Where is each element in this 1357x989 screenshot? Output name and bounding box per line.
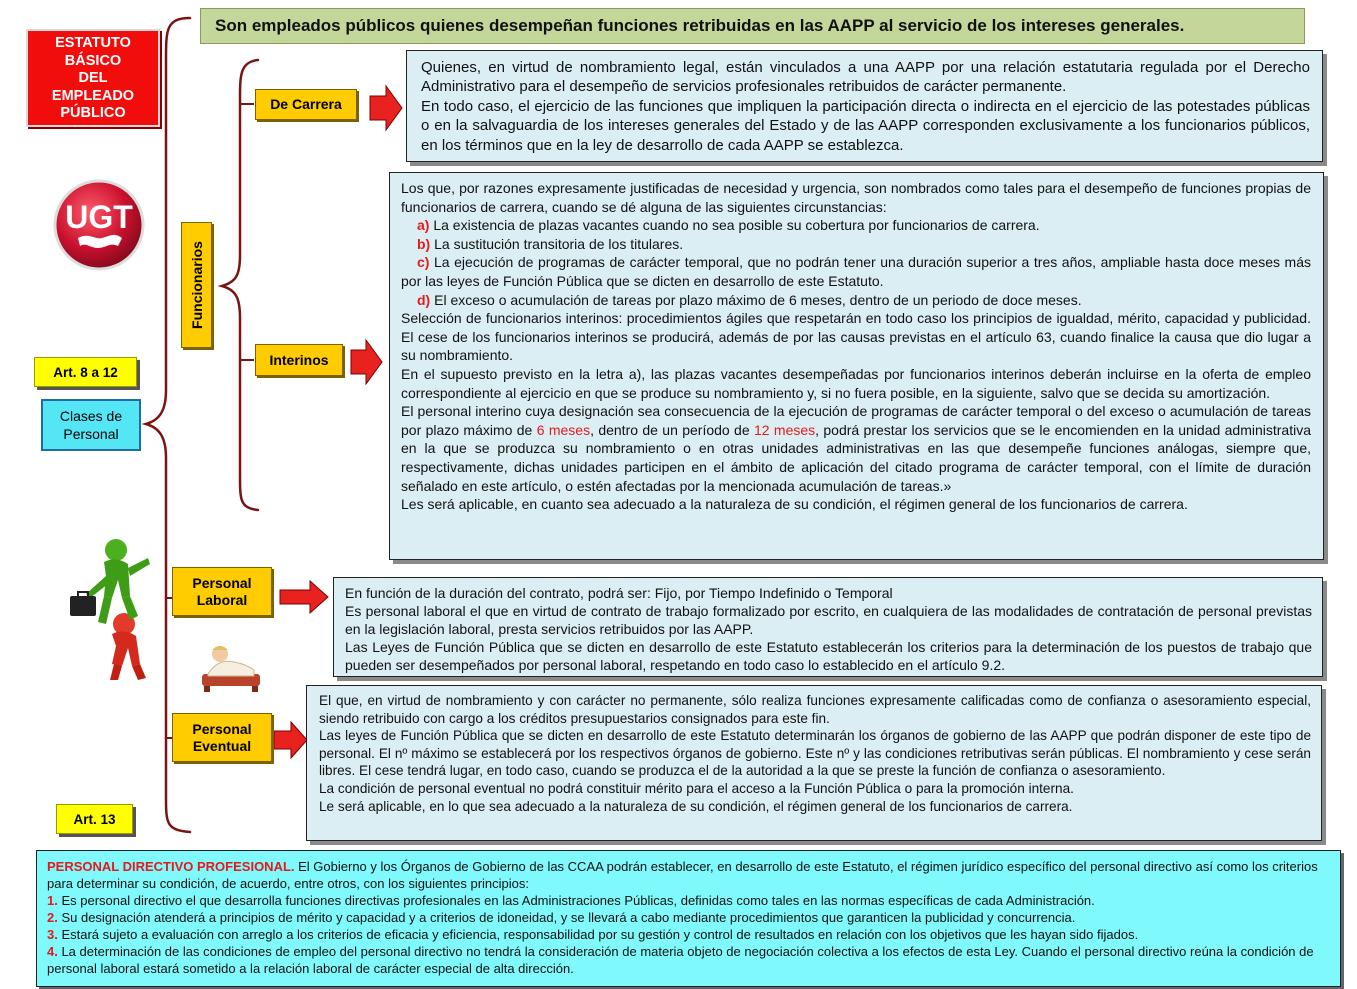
text-run: El personal interino cuya designación se…: [401, 403, 1311, 438]
item-letter: c): [417, 254, 430, 271]
text-paragraph: El personal interino cuya designación se…: [401, 402, 1311, 495]
interinos-tag: Interinos: [255, 344, 343, 376]
text-paragraph: Es personal laboral el que en virtud de …: [345, 603, 1312, 637]
principle-item: 4. La determinación de las condiciones d…: [47, 943, 1330, 977]
item-text: La ejecución de programas de carácter te…: [401, 254, 1312, 289]
item-letter: a): [417, 217, 430, 234]
principle-number: 4.: [47, 944, 58, 959]
title-line: BÁSICO: [64, 52, 122, 69]
statute-title-box: ESTATUTO BÁSICO DEL EMPLEADO PÚBLICO: [26, 29, 160, 127]
eventual-line: Eventual: [192, 737, 252, 754]
principle-number: 1.: [47, 893, 58, 908]
title-line: EMPLEADO: [51, 87, 135, 104]
principle-text: Estará sujeto a evaluación con arreglo a…: [57, 927, 1139, 942]
item-letter: b): [417, 235, 431, 252]
title-line: PÚBLICO: [60, 105, 126, 121]
text-paragraph: Quienes, en virtud de nombramiento legal…: [421, 59, 1310, 96]
article-tag-13: Art. 13: [56, 804, 133, 834]
funcionarios-tag: Funcionarios: [181, 222, 212, 348]
funcionarios-label: Funcionarios: [188, 241, 205, 329]
ugt-logo: UGT: [53, 179, 145, 271]
item-letter: d): [417, 291, 431, 308]
text-paragraph: En el supuesto previsto en la letra a), …: [401, 365, 1311, 401]
circumstance-item: b) La sustitución transitoria de los tit…: [401, 235, 1311, 254]
title-line: DEL: [78, 70, 108, 86]
clases-line: Clases de: [59, 408, 123, 424]
principle-text: Su designación atenderá a principios de …: [57, 910, 1076, 925]
logo-text: UGT: [65, 199, 133, 235]
text-paragraph: Le será aplicable, en lo que sea adecuad…: [319, 798, 1073, 814]
item-text: El exceso o acumulación de tareas por pl…: [434, 291, 1082, 308]
text-paragraph: En todo caso, el ejercicio de las funcio…: [421, 97, 1310, 154]
personal-laboral-tag: Personal Laboral: [172, 567, 272, 616]
definition-banner: Son empleados públicos quienes desempeña…: [200, 8, 1305, 44]
text-paragraph: La condición de personal eventual no pod…: [319, 780, 1074, 796]
de-carrera-tag: De Carrera: [255, 89, 357, 120]
highlight-months: 6 meses: [536, 421, 591, 438]
arrow-icon: [279, 579, 329, 615]
workers-figure-illustration: [70, 539, 150, 680]
clases-line: Personal: [63, 426, 119, 442]
arrow-icon: [369, 84, 403, 132]
circumstance-item: a) La existencia de plazas vacantes cuan…: [401, 216, 1311, 235]
laboral-line: Laboral: [196, 591, 248, 608]
arrow-icon: [273, 720, 308, 760]
circumstance-item: d) El exceso o acumulación de tareas por…: [401, 291, 1311, 310]
text-run: El Gobierno y los Órganos de Gobierno de…: [47, 859, 1318, 891]
principle-number: 2.: [47, 910, 58, 925]
personal-eventual-tag: Personal Eventual: [172, 713, 272, 762]
text-run: , dentro de un período de: [590, 421, 754, 438]
text-paragraph: Selección de funcionarios interinos: pro…: [401, 310, 1311, 364]
principle-number: 3.: [47, 927, 58, 942]
directivo-heading: PERSONAL DIRECTIVO PROFESIONAL.: [47, 859, 295, 874]
arrow-icon: [350, 338, 383, 386]
principle-text: La determinación de las condiciones de e…: [47, 944, 1314, 976]
text-paragraph: Les será aplicable, en cuanto sea adecua…: [401, 496, 1188, 513]
reclining-figure-illustration: [202, 646, 260, 692]
eventual-description: El que, en virtud de nombramiento y con …: [306, 685, 1322, 841]
text-paragraph: Los que, por razones expresamente justif…: [401, 180, 1311, 215]
principle-item: 3. Estará sujeto a evaluación con arregl…: [47, 926, 1330, 943]
text-paragraph: Las leyes de Función Pública que se dict…: [319, 728, 1311, 779]
highlight-months: 12 meses: [753, 421, 816, 438]
circumstance-item: c) La ejecución de programas de carácter…: [401, 253, 1311, 290]
item-text: La existencia de plazas vacantes cuando …: [433, 217, 1040, 234]
laboral-line: Personal: [192, 574, 252, 591]
item-text: La sustitución transitoria de los titula…: [434, 235, 684, 252]
de-carrera-description: Quienes, en virtud de nombramiento legal…: [406, 50, 1323, 162]
eventual-line: Personal: [192, 720, 252, 737]
title-line: ESTATUTO: [55, 35, 131, 51]
clases-personal-box: Clases de Personal: [41, 399, 141, 451]
laboral-description: En función de la duración del contrato, …: [333, 577, 1323, 677]
principle-item: 1. Es personal directivo el que desarrol…: [47, 892, 1330, 909]
principle-item: 2. Su designación atenderá a principios …: [47, 909, 1330, 926]
text-paragraph: En función de la duración del contrato, …: [345, 585, 893, 601]
text-run: , podrá prestar los servicios que se le …: [401, 421, 1311, 494]
principle-text: Es personal directivo el que desarrolla …: [57, 893, 1095, 908]
text-paragraph: Las Leyes de Función Pública que se dict…: [345, 639, 1312, 673]
text-paragraph: El que, en virtud de nombramiento y con …: [319, 693, 1311, 726]
interinos-description: Los que, por razones expresamente justif…: [389, 172, 1324, 560]
article-tag-8-12: Art. 8 a 12: [34, 357, 137, 387]
directivo-description: PERSONAL DIRECTIVO PROFESIONAL. El Gobie…: [36, 850, 1341, 987]
directivo-intro: PERSONAL DIRECTIVO PROFESIONAL. El Gobie…: [47, 858, 1330, 892]
